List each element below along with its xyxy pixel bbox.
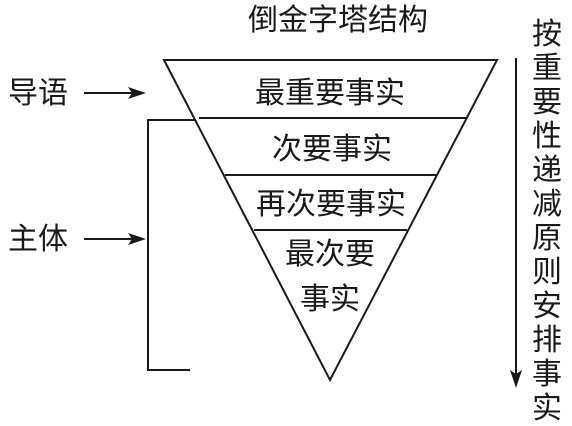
body-label: 主体 (8, 222, 68, 257)
layer-label-least-important-line1: 最次要 (285, 237, 375, 272)
ordering-principle-text: 按重要性递减原则安排事实 (532, 17, 562, 426)
layer-label-tertiary: 再次要事实 (256, 187, 406, 222)
lead-label: 导语 (8, 76, 68, 111)
body-bracket (147, 119, 196, 371)
lead-arrowhead (128, 87, 146, 99)
layer-label-most-important: 最重要事实 (255, 76, 405, 111)
body-arrowhead (128, 233, 146, 245)
layer-label-least-important-line2: 事实 (300, 282, 360, 317)
pyramid-outline (162, 59, 499, 383)
diagram-title: 倒金字塔结构 (248, 3, 428, 38)
layer-label-secondary: 次要事实 (272, 132, 392, 167)
sequence-arrowhead (510, 370, 522, 388)
